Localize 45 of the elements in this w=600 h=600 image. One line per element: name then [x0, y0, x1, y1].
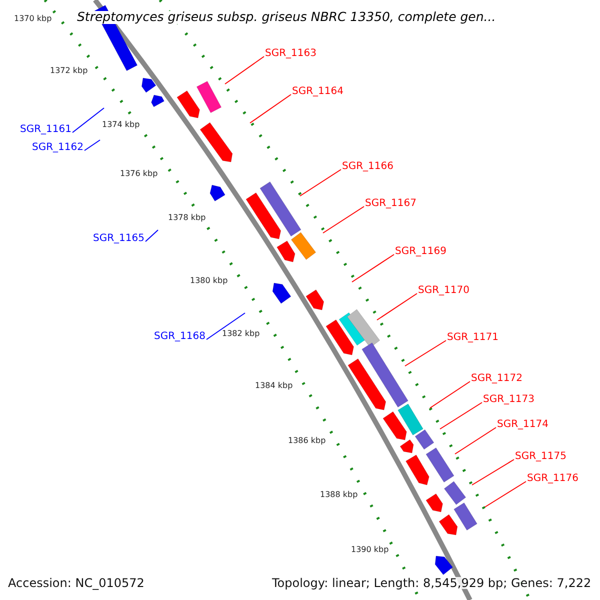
gene-label: SGR_1167: [365, 199, 416, 209]
gene-label: SGR_1172: [471, 374, 522, 384]
tick-label: 1382 kbp: [222, 330, 260, 338]
leader-line: [250, 94, 292, 124]
gene-label: SGR_1165: [93, 234, 144, 244]
info-text: Topology: linear; Length: 8,545,929 bp; Genes: 7,222: [272, 577, 592, 589]
leader-line: [484, 481, 526, 508]
tick-label: 1376 kbp: [120, 170, 158, 178]
leader-line: [206, 312, 246, 340]
gene-label: SGR_1176: [527, 474, 578, 484]
gene-label: SGR_1164: [292, 87, 344, 97]
tick-label: 1370 kbp: [14, 15, 52, 23]
gene-label: SGR_1169: [395, 247, 446, 257]
gene-label: SGR_1162: [32, 143, 84, 153]
gene-label: SGR_1173: [483, 395, 534, 405]
leader-line: [352, 254, 394, 282]
tick-label: 1384 kbp: [255, 382, 293, 390]
info-text: Accession: NC_010572: [8, 577, 144, 589]
leader-line: [300, 169, 342, 196]
leader-line: [72, 108, 104, 133]
gene-label: SGR_1161: [20, 125, 72, 135]
tick-label: 1378 kbp: [168, 214, 206, 222]
leader-line: [440, 402, 482, 430]
leader-line: [454, 427, 496, 454]
leader-line: [224, 56, 264, 84]
leader-line: [84, 140, 100, 151]
gene-label: SGR_1166: [342, 162, 394, 172]
tick-label: 1388 kbp: [320, 491, 358, 499]
leader-line: [430, 381, 470, 408]
leader-line: [472, 459, 514, 486]
leader-line: [404, 340, 446, 366]
leader-line: [145, 230, 158, 242]
gene-label: SGR_1174: [497, 420, 548, 430]
tick-label: 1372 kbp: [50, 67, 88, 75]
gene-label: SGR_1175: [515, 452, 566, 462]
tick-label: 1380 kbp: [190, 277, 228, 285]
leader-line: [322, 206, 364, 234]
tick-label: 1390 kbp: [351, 546, 389, 554]
gene-label: SGR_1171: [447, 333, 498, 343]
gene-label: SGR_1163: [265, 49, 316, 59]
tick-label: 1386 kbp: [288, 437, 326, 445]
tick-label: 1374 kbp: [102, 121, 140, 129]
gene-label: SGR_1168: [154, 332, 206, 342]
leader-line: [376, 293, 418, 320]
gene-label: SGR_1170: [418, 286, 470, 296]
